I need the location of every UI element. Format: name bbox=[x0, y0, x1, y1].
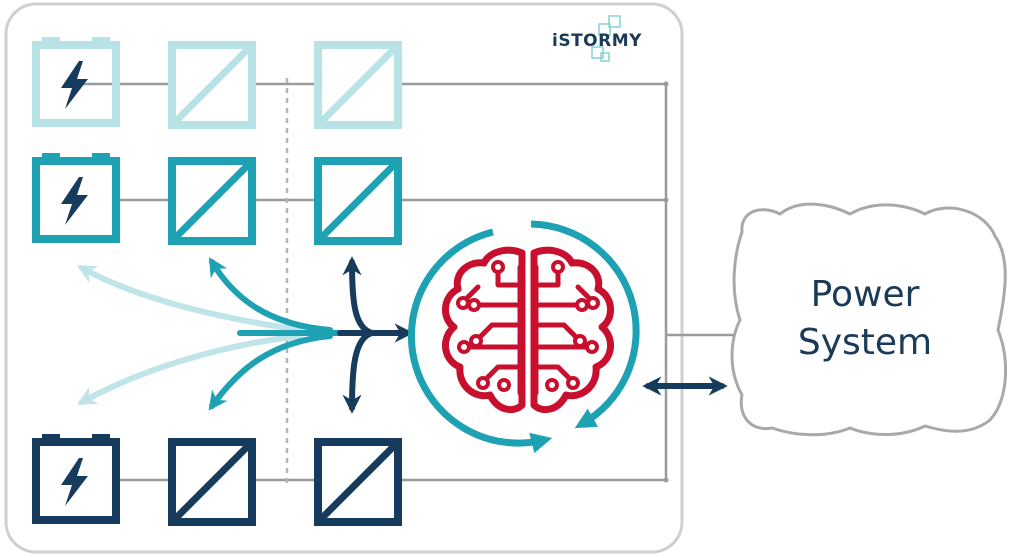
cloud-outline bbox=[730, 202, 1008, 437]
control-arrows bbox=[76, 256, 728, 414]
converter-diagonal bbox=[171, 160, 253, 242]
battery-bolt-icon bbox=[32, 434, 120, 524]
power-converter-icon bbox=[168, 41, 256, 129]
power-converter-icon bbox=[314, 157, 402, 245]
bus-junctions bbox=[663, 81, 669, 483]
logo-square-2 bbox=[598, 23, 611, 36]
power-converter-icon bbox=[168, 157, 256, 245]
arrow-light-to-battery-bottom bbox=[76, 333, 303, 405]
battery-body bbox=[32, 157, 120, 243]
logo-square-4 bbox=[600, 52, 610, 62]
row-middle bbox=[32, 153, 402, 245]
battery-bolt-icon bbox=[32, 37, 120, 127]
brain-right-hemisphere bbox=[530, 246, 614, 414]
control-cycle bbox=[407, 220, 640, 454]
arrow-dark-down bbox=[342, 330, 375, 414]
bolt-icon bbox=[61, 61, 88, 109]
arrow-light-to-battery-top bbox=[76, 265, 303, 333]
converter-diagonal bbox=[317, 44, 399, 126]
converter-diagonal bbox=[317, 441, 399, 523]
converter-diagonal bbox=[171, 441, 253, 523]
junction-middle bbox=[663, 197, 669, 203]
power-system-label-line2: System bbox=[798, 322, 932, 363]
power-system-label-line1: Power bbox=[811, 274, 920, 315]
istormy-logo: iSTORMY bbox=[552, 15, 642, 62]
power-system-cloud: Power System bbox=[730, 202, 1008, 437]
circuit-brain-icon bbox=[442, 246, 614, 414]
power-converter-icon bbox=[314, 438, 402, 526]
cycle-arc-right bbox=[530, 220, 640, 429]
bolt-icon bbox=[61, 458, 88, 506]
junction-top bbox=[663, 81, 669, 87]
bolt-icon bbox=[61, 177, 88, 225]
arrow-mid-to-converter-upper bbox=[209, 257, 333, 333]
row-top bbox=[32, 37, 402, 129]
arrow-mid-to-converter-lower bbox=[208, 333, 333, 411]
arrow-dark-up bbox=[342, 256, 375, 336]
brain-circuit-nodes bbox=[456, 260, 600, 392]
battery-bolt-icon bbox=[32, 153, 120, 243]
converter-diagonal bbox=[317, 160, 399, 242]
junction-bottom bbox=[663, 477, 669, 483]
brain-left-hemisphere bbox=[442, 246, 526, 414]
brain-circuit-traces bbox=[463, 264, 593, 396]
logo-square-1 bbox=[608, 15, 621, 28]
cycle-arc-left bbox=[407, 228, 553, 454]
power-converter-icon bbox=[168, 438, 256, 526]
system-frame bbox=[4, 2, 684, 554]
battery-body bbox=[32, 41, 120, 127]
logo-text: iSTORMY bbox=[552, 31, 642, 51]
converter-diagonal bbox=[171, 44, 253, 126]
power-converter-icon bbox=[314, 41, 402, 129]
row-bottom bbox=[32, 434, 402, 526]
